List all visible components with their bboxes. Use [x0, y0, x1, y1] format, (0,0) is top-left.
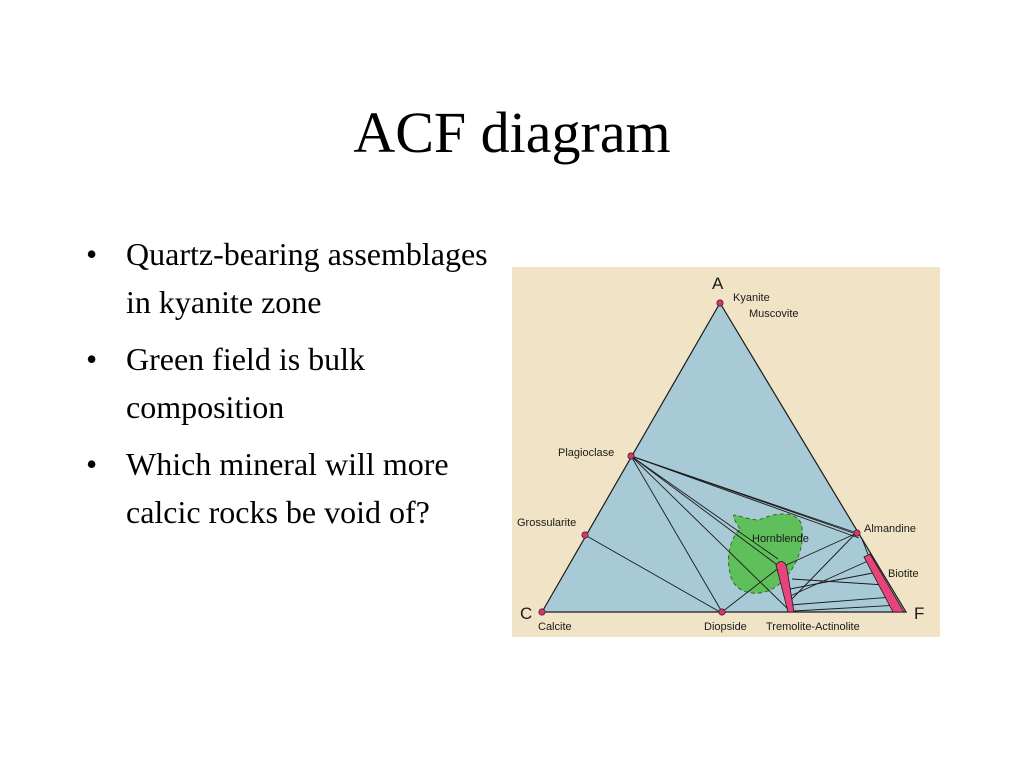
corner-label-a: A [712, 274, 724, 293]
label-tremolite-actinolite: Tremolite-Actinolite [766, 621, 860, 633]
acf-diagram-svg: A C F Kyanite Muscovite Plagioclase Gros… [517, 274, 924, 633]
label-grossularite: Grossularite [517, 517, 576, 529]
phase-point-diopside [718, 608, 726, 616]
phase-point-almandine [853, 529, 861, 537]
phase-point-calcite [538, 608, 546, 616]
bullet-glyph: • [86, 446, 98, 482]
bullet-text: Green field is bulk composition [126, 341, 366, 425]
label-muscovite: Muscovite [749, 308, 799, 320]
phase-point-kyanite [716, 299, 724, 307]
bullet-item: • Quartz-bearing assemblages in kyanite … [86, 230, 506, 326]
biotite-field [863, 553, 905, 613]
label-calcite: Calcite [538, 621, 572, 633]
label-diopside: Diopside [704, 621, 747, 633]
phase-point-grossularite [581, 531, 589, 539]
bullet-text: Which mineral will more calcic rocks be … [126, 446, 449, 530]
bullet-list: • Quartz-bearing assemblages in kyanite … [86, 230, 506, 545]
tie-lines-fe-mg [584, 531, 901, 613]
bullet-glyph: • [86, 236, 98, 272]
hornblende-actinolite-field [775, 561, 795, 613]
label-hornblende: Hornblende [752, 533, 809, 545]
bullet-glyph: • [86, 341, 98, 377]
phase-point-plagioclase [627, 452, 635, 460]
label-biotite: Biotite [888, 568, 919, 580]
label-plagioclase: Plagioclase [558, 447, 614, 459]
label-almandine: Almandine [864, 523, 916, 535]
bullet-item: • Green field is bulk composition [86, 335, 506, 431]
corner-label-c: C [520, 604, 532, 623]
corner-label-f: F [914, 604, 924, 623]
tie-lines-plagioclase [630, 455, 860, 613]
bullet-text: Quartz-bearing assemblages in kyanite zo… [126, 236, 488, 320]
slide-title: ACF diagram [353, 100, 671, 165]
phase-points [538, 299, 861, 616]
bullet-item: • Which mineral will more calcic rocks b… [86, 440, 506, 536]
acf-diagram-figure: A C F Kyanite Muscovite Plagioclase Gros… [512, 267, 940, 637]
label-kyanite: Kyanite [733, 292, 770, 304]
